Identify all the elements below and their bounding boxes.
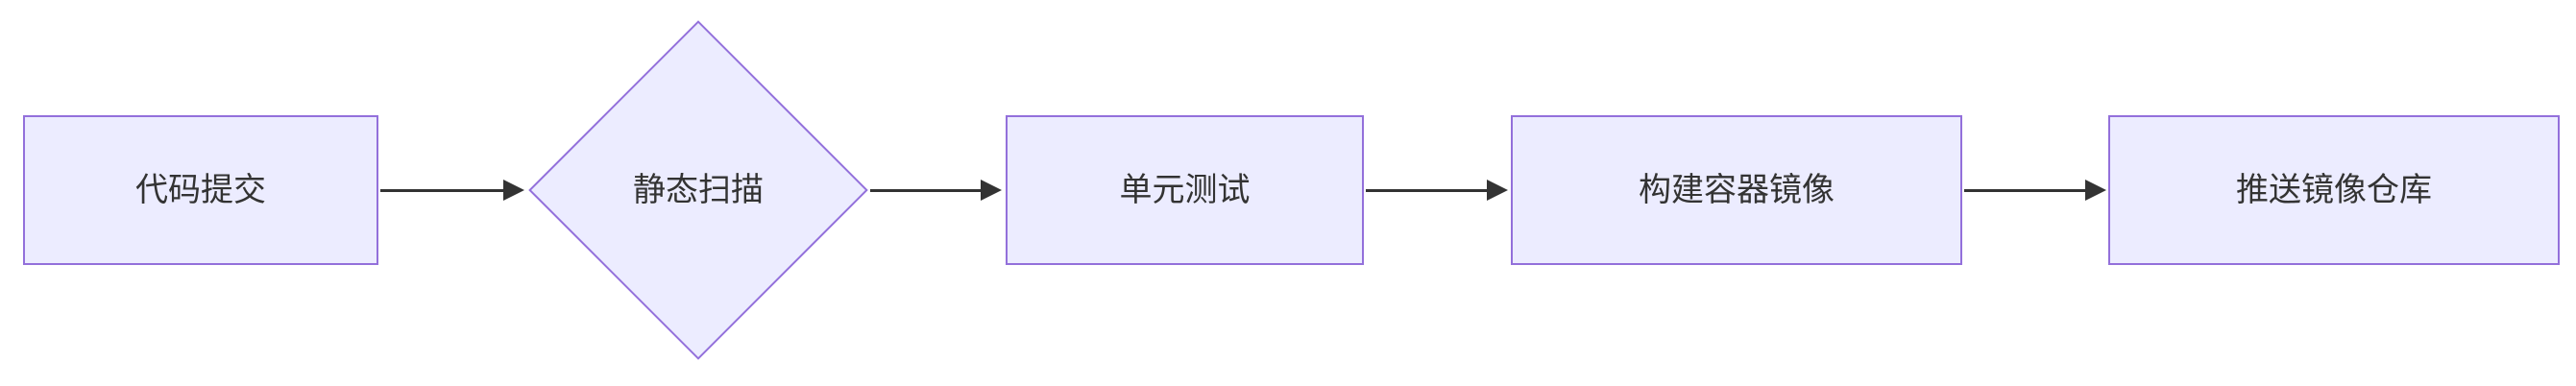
node-build-image: 构建容器镜像 [1511,115,1962,265]
edge-commit-to-scan [380,189,503,192]
node-code-commit: 代码提交 [23,115,378,265]
node-build-image-label: 构建容器镜像 [1639,171,1835,209]
node-push-registry: 推送镜像仓库 [2108,115,2560,265]
arrowhead-icon [981,180,1002,201]
arrowhead-icon [503,180,524,201]
node-push-registry-label: 推送镜像仓库 [2236,171,2432,209]
node-code-commit-label: 代码提交 [135,171,266,209]
arrowhead-icon [1487,180,1508,201]
edge-test-to-build [1366,189,1487,192]
node-unit-test: 单元测试 [1006,115,1364,265]
node-static-scan-label: 静态扫描 [633,171,764,209]
arrowhead-icon [2085,180,2106,201]
node-unit-test-label: 单元测试 [1119,171,1251,209]
edge-build-to-push [1964,189,2085,192]
node-static-scan: 静态扫描 [578,70,818,310]
edge-scan-to-test [870,189,981,192]
